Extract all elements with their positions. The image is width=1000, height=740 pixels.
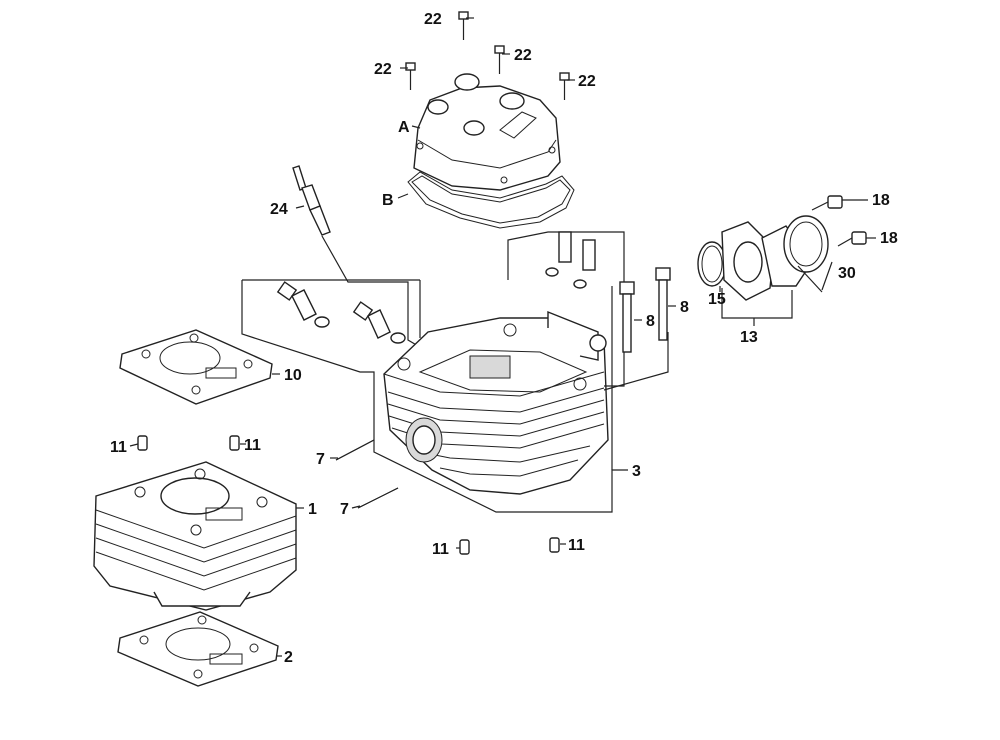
intake-bolt-upper bbox=[811, 195, 843, 211]
cylinder-head-cover bbox=[413, 73, 561, 191]
valve-guide-left bbox=[276, 281, 330, 328]
callout-8-left: 8 bbox=[646, 313, 655, 330]
callout-22-right: 22 bbox=[578, 73, 596, 90]
intake-manifold bbox=[697, 215, 829, 301]
cover-bolt-right bbox=[559, 72, 570, 100]
cover-bolt-middle bbox=[494, 45, 505, 74]
cylinder-head bbox=[383, 310, 609, 495]
cover-bolt-left bbox=[405, 62, 416, 90]
callout-11-a: 11 bbox=[110, 439, 127, 456]
dowel-pin-c bbox=[459, 539, 470, 555]
cylinder-head-gasket bbox=[119, 329, 273, 405]
intake-bolt-lower bbox=[837, 231, 867, 247]
cylinder-block bbox=[93, 461, 297, 611]
callout-7-lower: 7 bbox=[340, 501, 349, 518]
callout-13: 13 bbox=[740, 329, 758, 346]
cylinder-base-gasket bbox=[117, 611, 279, 687]
callout-22-middle: 22 bbox=[514, 47, 532, 64]
stud-lower bbox=[357, 487, 399, 509]
callout-24: 24 bbox=[270, 201, 288, 218]
callout-22-left: 22 bbox=[374, 61, 392, 78]
spark-plug bbox=[292, 165, 331, 236]
callout-8-right: 8 bbox=[680, 299, 689, 316]
callout-A: A bbox=[398, 119, 410, 136]
callout-30: 30 bbox=[838, 265, 856, 282]
callout-7-upper: 7 bbox=[316, 451, 325, 468]
callout-22-top: 22 bbox=[424, 11, 442, 28]
callout-3: 3 bbox=[632, 463, 641, 480]
callout-11-d: 11 bbox=[568, 537, 585, 554]
cover-gasket bbox=[407, 171, 575, 229]
callout-1: 1 bbox=[308, 501, 317, 518]
callout-18-upper: 18 bbox=[872, 192, 890, 209]
callout-11-b: 11 bbox=[244, 437, 261, 454]
callout-18-lower: 18 bbox=[880, 230, 898, 247]
valve-guide-right-pair bbox=[545, 231, 596, 289]
head-bolt-right bbox=[655, 267, 671, 341]
intake-clamp-screw bbox=[797, 265, 823, 293]
valve-guide-middle bbox=[352, 301, 406, 344]
cover-bolt-top bbox=[458, 11, 469, 40]
dowel-pin-d bbox=[549, 537, 560, 553]
stud-upper bbox=[335, 439, 375, 461]
callout-B: B bbox=[382, 192, 394, 209]
dowel-pin-a bbox=[137, 435, 148, 451]
callout-15: 15 bbox=[708, 291, 726, 308]
dowel-pin-b bbox=[229, 435, 240, 451]
head-bolt-left bbox=[619, 281, 635, 353]
callout-10: 10 bbox=[284, 367, 302, 384]
callout-2: 2 bbox=[284, 649, 293, 666]
callout-11-c: 11 bbox=[432, 541, 449, 558]
